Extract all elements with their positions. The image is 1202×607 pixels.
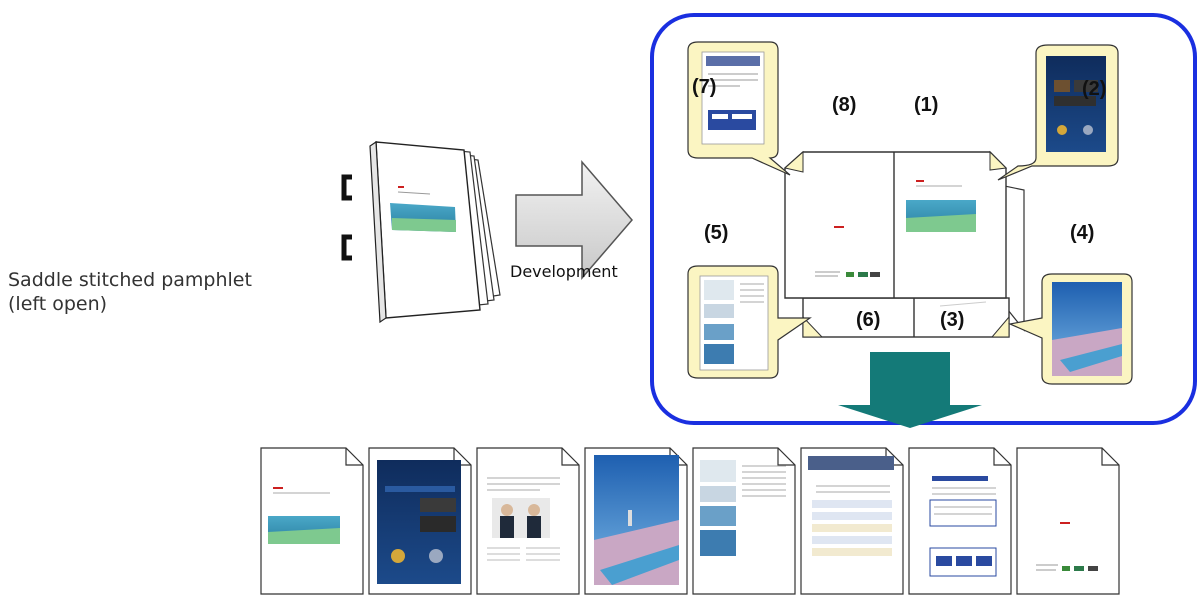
page-thumbnail-2 — [368, 447, 472, 595]
caption-line-2: (left open) — [8, 293, 108, 315]
page-thumbnail-5 — [692, 447, 796, 595]
page-number-7: (7) — [692, 76, 717, 98]
page-thumbnail-3 — [476, 447, 580, 595]
callout-page-7 — [687, 41, 791, 176]
pamphlet-caption: Saddle stitched pamphlet (left open) — [8, 268, 308, 316]
page-number-2: (2) — [1082, 78, 1107, 100]
down-arrow-icon — [838, 352, 982, 428]
page-number-1: (1) — [914, 94, 939, 116]
page-number-6: (6) — [856, 309, 881, 331]
page-number-4: (4) — [1070, 222, 1095, 244]
page-number-5: (5) — [704, 222, 729, 244]
page-number-8: (8) — [832, 94, 857, 116]
page-thumbnail-6 — [800, 447, 904, 595]
page-number-3: (3) — [940, 309, 965, 331]
callout-page-5 — [687, 265, 812, 379]
callout-page-4 — [1007, 273, 1133, 385]
right-arrow-icon — [515, 159, 633, 281]
pamphlet-illustration — [369, 140, 501, 324]
page-thumbnail-7 — [908, 447, 1012, 595]
callout-page-2 — [997, 44, 1119, 181]
page-thumbnail-1 — [260, 447, 364, 595]
staple-icon — [341, 234, 352, 261]
staple-icon — [341, 174, 352, 201]
caption-line-1: Saddle stitched pamphlet — [8, 269, 252, 291]
opened-sheet — [783, 150, 1025, 338]
page-thumbnail-4 — [584, 447, 688, 595]
page-thumbnail-8 — [1016, 447, 1120, 595]
development-label: Development — [510, 262, 618, 281]
